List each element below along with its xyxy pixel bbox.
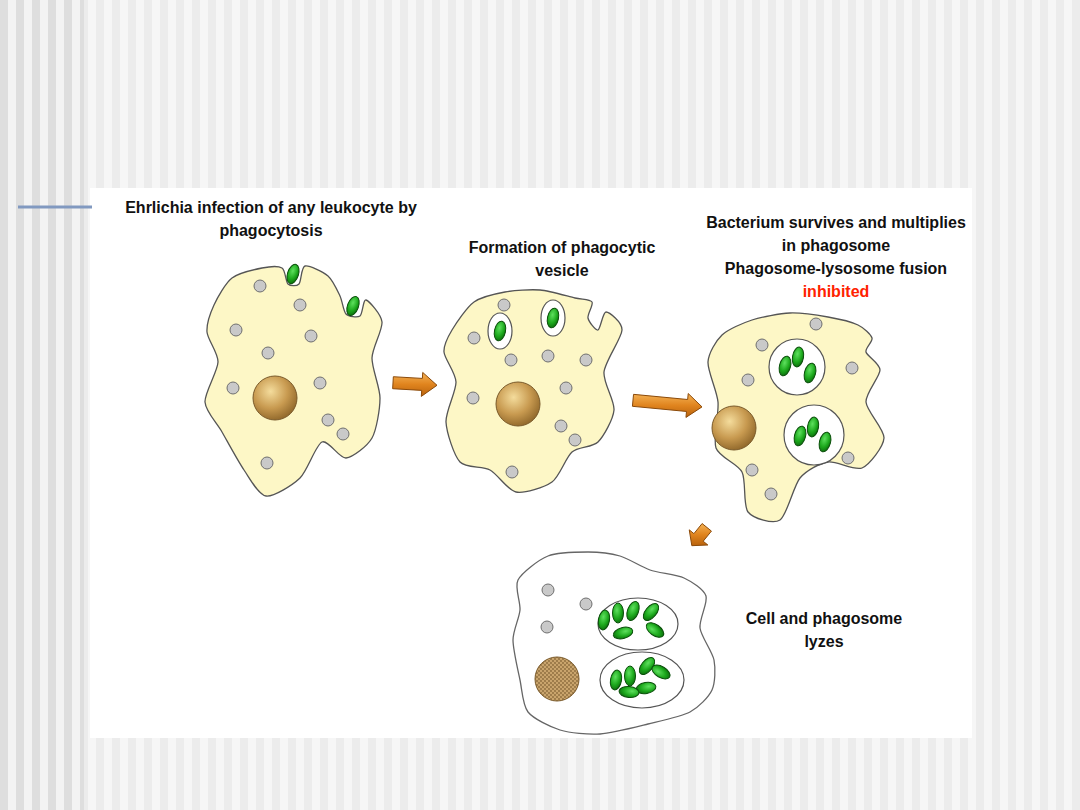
stage-cell: Bacterium survives and multiplies in pha… [705,307,890,525]
granule [337,428,349,440]
granule [555,420,567,432]
granule [498,299,510,311]
figure-panel [90,188,972,738]
ehrlichia-bacterium [546,307,561,329]
cell-group [444,290,622,493]
granule [765,488,777,500]
leukocyte-drawing [705,307,890,525]
granule [262,347,274,359]
granule [842,452,854,464]
step-caption: Phagosome-lysosome fusion [705,257,967,280]
ehrlichia-bacterium [817,431,833,453]
granule [846,362,858,374]
granule [580,598,592,610]
granule [261,457,273,469]
ehrlichia-bacterium [613,603,624,623]
cell-outline [708,313,884,522]
ehrlichia-bacterium [644,620,667,640]
granule [468,332,480,344]
ehrlichia-bacterium [609,669,623,691]
step-caption: inhibited [705,280,967,303]
granule [506,466,518,478]
granule [467,392,479,404]
process-arrow [393,372,437,396]
ehrlichia-bacterium [777,355,793,377]
left-stripe-band [0,0,84,810]
phagosome [769,339,825,395]
stage-cell: Formation of phagocytic vesicle [440,282,630,500]
nucleus [496,382,540,426]
ehrlichia-bacterium [493,320,508,342]
granule [746,464,758,476]
ehrlichia-bacterium [597,609,611,631]
granule [742,374,754,386]
stage-cell: Cell and phagosome lyzes [510,548,715,738]
ehrlichia-bacterium [650,662,673,682]
caption-text-box: Bacterium survives and multiplies in pha… [705,211,967,303]
ehrlichia-bacterium [344,295,361,318]
granule [569,434,581,446]
granule [294,299,306,311]
caption-text-box: Formation of phagocytic vesicle [442,236,682,282]
granule [227,382,239,394]
nucleus [712,406,756,450]
ehrlichia-bacterium [802,362,818,384]
leukocyte-drawing [440,282,630,500]
phagosome [598,598,678,650]
stage-cell: Ehrlichia infection of any leukocyte by … [200,252,390,502]
phagosome [541,300,565,336]
ehrlichia-bacterium [791,346,805,368]
ehrlichia-bacterium [806,416,820,438]
granule [580,354,592,366]
leukocyte-drawing [510,548,715,738]
step-caption: Bacterium survives and multiplies in pha… [705,211,967,257]
cell-outline [444,290,622,493]
step-caption: Formation of phagocytic vesicle [442,236,682,282]
granule [305,330,317,342]
accent-rule [18,206,92,209]
granule [314,377,326,389]
nucleus [535,657,579,701]
caption-text-box: Cell and phagosome lyzes [734,607,914,653]
cell-outline [205,266,382,496]
leukocyte-drawing [200,252,390,502]
phagosome [600,652,684,708]
granule [505,354,517,366]
granule [541,621,553,633]
cell-group [513,552,715,734]
granule [230,324,242,336]
ehrlichia-bacterium [640,601,661,623]
cell-group [708,313,884,522]
process-arrow [632,394,702,418]
granule [560,382,572,394]
granule [756,339,768,351]
nucleus [253,376,297,420]
ehrlichia-bacterium [619,686,640,699]
phagosome [784,405,844,465]
ehrlichia-bacterium [792,425,808,447]
ehrlichia-bacterium [625,666,636,686]
ehrlichia-bacterium [624,600,641,623]
granule [810,318,822,330]
cell-outline [513,552,715,734]
caption-text-box: Ehrlichia infection of any leukocyte by … [84,196,458,242]
step-caption: Cell and phagosome lyzes [734,607,914,653]
granule [254,280,266,292]
granule [322,414,334,426]
step-caption: Ehrlichia infection of any leukocyte by … [84,196,458,242]
phagosome [488,313,512,349]
cell-group [205,263,382,496]
granule [542,584,554,596]
ehrlichia-bacterium [285,263,302,285]
granule [542,350,554,362]
process-arrow [689,524,711,546]
ehrlichia-bacterium [612,625,634,641]
